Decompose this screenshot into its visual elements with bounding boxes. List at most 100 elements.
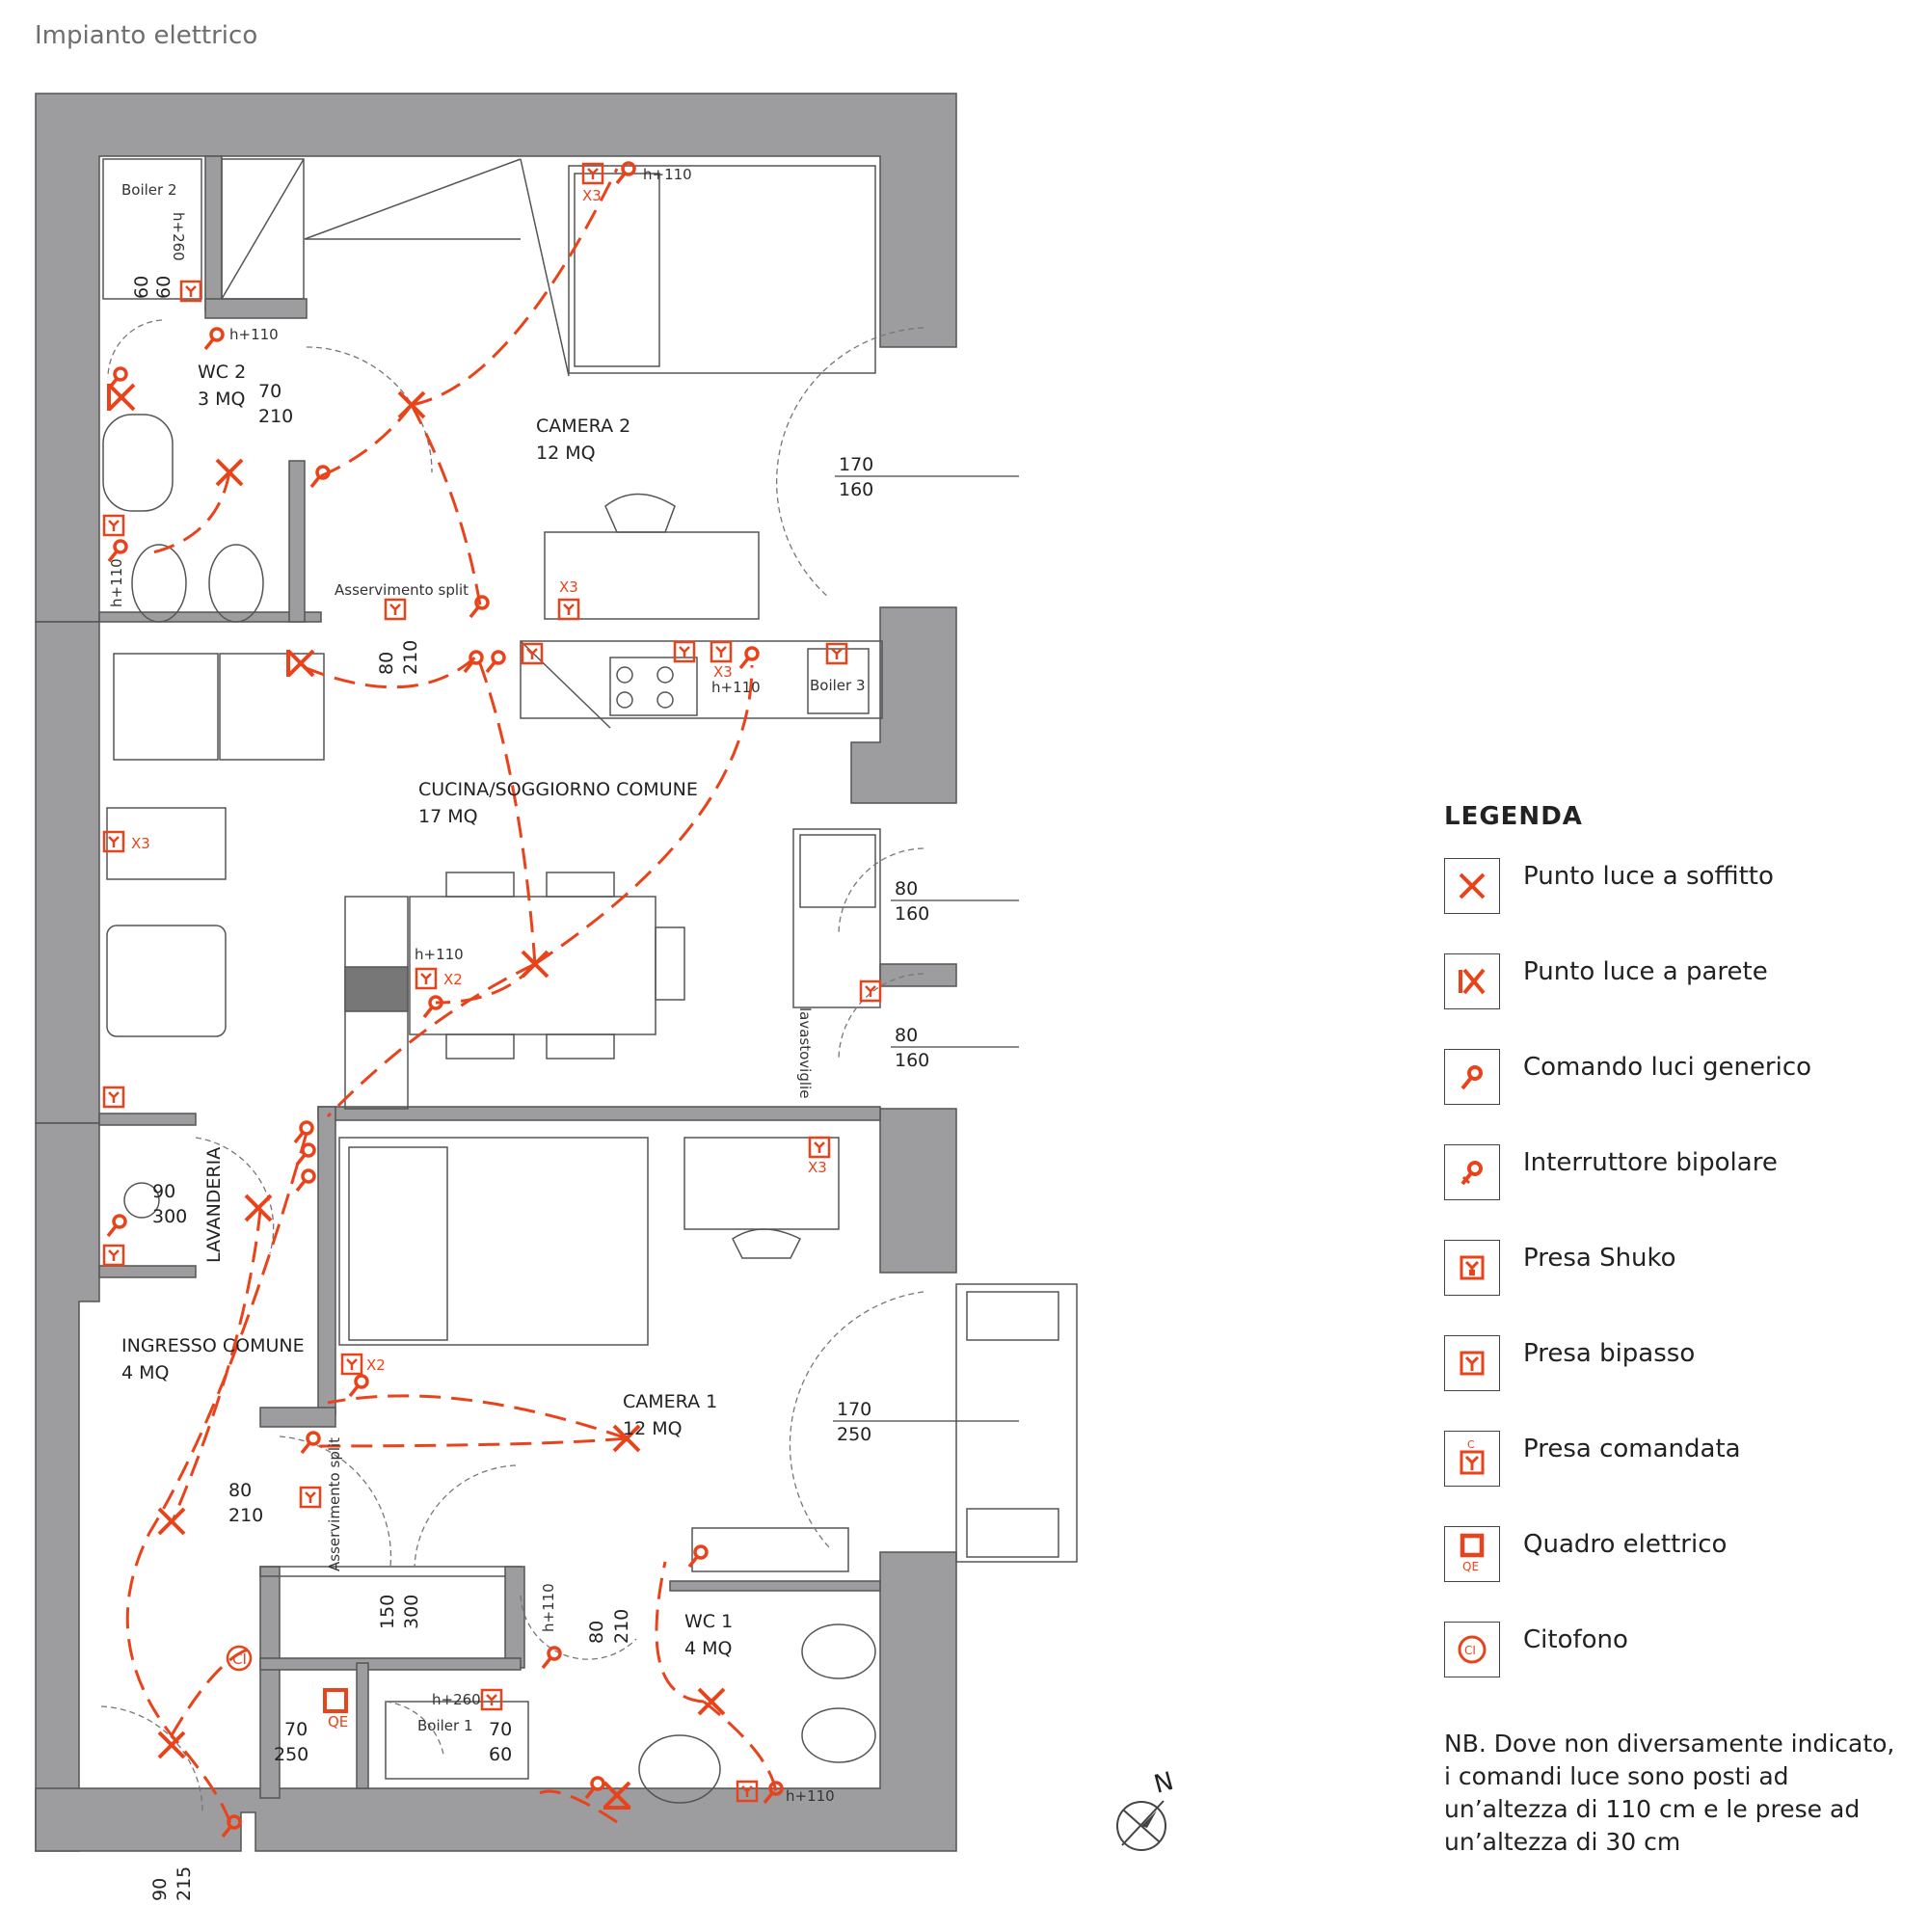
wall-light-wc1 bbox=[603, 1781, 631, 1810]
floor-plan: WC 2 3 MQ CAMERA 2 12 MQ CUCINA/SOGGIORN… bbox=[35, 93, 1078, 1901]
dim-closet: 300 bbox=[401, 1595, 422, 1629]
camera2-area: 12 MQ bbox=[536, 443, 596, 464]
multiplier-label: X3 bbox=[582, 187, 602, 204]
light-switch bbox=[295, 1142, 316, 1167]
ingresso-name: INGRESSO COMUNE bbox=[121, 1335, 305, 1356]
socket bbox=[859, 979, 882, 1003]
height-label: h+110 bbox=[540, 1583, 557, 1632]
dim-camera1-window: 250 bbox=[837, 1424, 871, 1445]
legend-item-bipolar-switch: Interruttore bipolare bbox=[1444, 1144, 1907, 1240]
north-label: N bbox=[1151, 1770, 1177, 1800]
height-label: h+110 bbox=[229, 326, 279, 343]
socket bbox=[557, 598, 580, 621]
dim-kitchen-window1: 80 bbox=[895, 878, 918, 899]
socket bbox=[102, 1086, 125, 1109]
legend-label: Punto luce a soffitto bbox=[1523, 862, 1774, 891]
light-switch bbox=[422, 995, 443, 1019]
wc2-name: WC 2 bbox=[198, 362, 246, 383]
lavastoviglie-label: lavastoviglie bbox=[796, 1007, 814, 1098]
schuko-socket-icon bbox=[1444, 1240, 1500, 1296]
electric-panel-qe: QE bbox=[1462, 1560, 1479, 1573]
dim-wc2-side: 60 bbox=[131, 276, 152, 299]
dim-camera1-window: 170 bbox=[837, 1399, 871, 1420]
socket bbox=[102, 514, 125, 537]
height-label: h+110 bbox=[108, 558, 125, 607]
dim-entrance-inner: 70 bbox=[284, 1719, 308, 1740]
legend-label: Quadro elettrico bbox=[1523, 1530, 1728, 1559]
socket bbox=[179, 280, 202, 303]
ceiling-light-wc2 bbox=[215, 458, 244, 487]
height-label: h+260 bbox=[170, 212, 187, 261]
controlled-socket-icon: C bbox=[1444, 1431, 1500, 1487]
ingresso-area: 4 MQ bbox=[121, 1362, 169, 1383]
light-switch bbox=[738, 646, 760, 670]
dim-lavanderia-door: 300 bbox=[152, 1206, 187, 1227]
socket bbox=[102, 1244, 125, 1267]
dim-kitchen-window1: 160 bbox=[895, 903, 929, 925]
wc2-area: 3 MQ bbox=[198, 389, 245, 410]
dim-camera2-door: 210 bbox=[400, 640, 421, 675]
dim-entrance-door: 215 bbox=[174, 1866, 195, 1901]
intercom-icon: CI bbox=[1444, 1622, 1500, 1677]
walls bbox=[35, 93, 957, 1852]
socket bbox=[299, 1486, 322, 1509]
electric-panel-symbol bbox=[323, 1688, 348, 1713]
asservimento-bottom: Asservimento split bbox=[326, 1437, 343, 1571]
socket bbox=[825, 642, 848, 665]
legend-label: Interruttore bipolare bbox=[1523, 1148, 1778, 1177]
light-switch bbox=[300, 1431, 321, 1455]
legend-item-schuko-socket: Presa Shuko bbox=[1444, 1240, 1907, 1335]
wiring bbox=[125, 168, 778, 1828]
furniture bbox=[102, 158, 1078, 1804]
legend-label: Citofono bbox=[1523, 1625, 1628, 1654]
height-label: h+110 bbox=[786, 1787, 835, 1805]
socket bbox=[673, 640, 696, 663]
legend-item-intercom: CI Citofono bbox=[1444, 1622, 1907, 1717]
legend-label: Presa comandata bbox=[1523, 1435, 1741, 1463]
multiplier-label: X2 bbox=[443, 971, 463, 988]
height-label: h+110 bbox=[643, 166, 692, 183]
light-switch bbox=[107, 539, 128, 563]
page-title: Impianto elettrico bbox=[35, 21, 258, 50]
light-switch bbox=[309, 465, 331, 489]
height-label: h+260 bbox=[432, 1691, 481, 1708]
light-switch bbox=[107, 366, 128, 390]
dim-wc2-door: 70 bbox=[258, 381, 281, 402]
dim-camera2-window: 160 bbox=[839, 479, 873, 500]
dim-kitchen-window2: 80 bbox=[895, 1025, 918, 1046]
legend-item-light-switch: Comando luci generico bbox=[1444, 1049, 1907, 1144]
dim-kitchen-window2: 160 bbox=[895, 1050, 929, 1071]
light-switch bbox=[295, 1168, 316, 1193]
light-switch bbox=[463, 650, 484, 674]
legend-item-wall-light: Punto luce a parete bbox=[1444, 953, 1907, 1049]
dim-entrance-inner: 250 bbox=[274, 1744, 308, 1765]
dim-entrance-door: 90 bbox=[149, 1878, 171, 1901]
dim-boiler1-door: 70 bbox=[489, 1719, 512, 1740]
cucina-area: 17 MQ bbox=[418, 806, 478, 827]
dim-wc2-door: 210 bbox=[258, 406, 293, 427]
bipolar-switch-icon bbox=[1444, 1144, 1500, 1200]
wc1-area: 4 MQ bbox=[684, 1638, 732, 1659]
wall-light-cucina bbox=[286, 649, 315, 678]
camera1-name: CAMERA 1 bbox=[623, 1391, 717, 1412]
legend: LEGENDA Punto luce a soffitto Punto luce… bbox=[1444, 802, 1907, 1717]
multiplier-label: X3 bbox=[559, 578, 578, 596]
intercom-symbol bbox=[226, 1645, 253, 1672]
ci-small-label: CI bbox=[232, 1650, 247, 1668]
north-arrow: N bbox=[1111, 1767, 1197, 1861]
legend-title: LEGENDA bbox=[1444, 802, 1583, 831]
cucina-name: CUCINA/SOGGIORNO COMUNE bbox=[418, 779, 698, 800]
bypass-socket-icon bbox=[1444, 1335, 1500, 1391]
socket bbox=[521, 642, 544, 665]
legend-item-controlled-socket: C Presa comandata bbox=[1444, 1431, 1907, 1526]
dim-camera1-door: 210 bbox=[228, 1505, 263, 1526]
socket bbox=[384, 598, 407, 621]
wall-light-icon bbox=[1444, 953, 1500, 1009]
socket bbox=[710, 640, 733, 663]
height-label: h+110 bbox=[415, 946, 464, 963]
dim-lavanderia-door: 90 bbox=[152, 1181, 175, 1202]
lavanderia-name: LAVANDERIA bbox=[203, 1147, 225, 1263]
light-switch bbox=[541, 1646, 562, 1670]
legend-label: Presa Shuko bbox=[1523, 1244, 1676, 1273]
legend-note: NB. Dove non diversamente indicato, i co… bbox=[1444, 1730, 1895, 1856]
